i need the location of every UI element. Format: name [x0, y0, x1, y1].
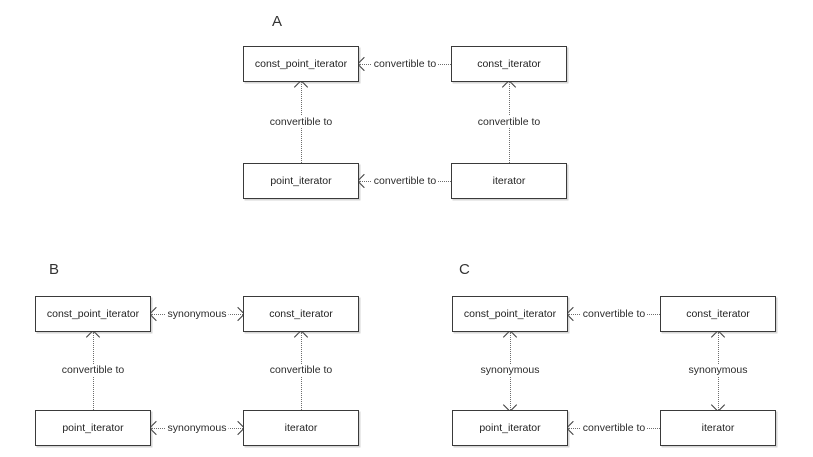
class-box-label: iterator	[284, 422, 318, 434]
class-box-c-it[interactable]: iterator	[660, 410, 776, 446]
class-box-a-it[interactable]: iterator	[451, 163, 567, 199]
class-box-b-ci[interactable]: const_iterator	[243, 296, 359, 332]
edge-label-c-3: synonymous	[686, 364, 750, 376]
arrowhead-up-b-3	[293, 329, 309, 345]
class-box-label: const_iterator	[269, 308, 333, 320]
class-box-label: const_point_iterator	[46, 308, 140, 320]
arrowhead-up-c-2	[502, 329, 518, 345]
class-box-b-cpi[interactable]: const_point_iterator	[35, 296, 151, 332]
arrowhead-up-b-2	[85, 329, 101, 345]
edge-label-a-3: convertible to	[475, 116, 543, 128]
class-box-label: const_point_iterator	[254, 58, 348, 70]
arrowhead-left-c-1	[565, 420, 581, 436]
edge-label-c-0: convertible to	[580, 308, 648, 320]
class-box-a-ci[interactable]: const_iterator	[451, 46, 567, 82]
class-box-label: point_iterator	[270, 175, 332, 187]
arrowhead-up-c-3	[710, 329, 726, 345]
class-box-label: const_point_iterator	[463, 308, 557, 320]
panel-label-a: A	[272, 13, 283, 30]
class-box-label: const_iterator	[686, 308, 750, 320]
arrowhead-left-c-0	[565, 306, 581, 322]
class-box-c-ci[interactable]: const_iterator	[660, 296, 776, 332]
edge-label-a-0: convertible to	[371, 58, 439, 70]
class-box-label: const_iterator	[477, 58, 541, 70]
panel-label-b: B	[49, 261, 60, 278]
class-box-a-cpi[interactable]: const_point_iterator	[243, 46, 359, 82]
arrowhead-left-b-1	[148, 420, 164, 436]
class-box-a-pi[interactable]: point_iterator	[243, 163, 359, 199]
arrowhead-left-a-0	[356, 56, 372, 72]
edge-label-a-2: convertible to	[267, 116, 335, 128]
class-box-label: iterator	[701, 422, 735, 434]
edge-label-b-2: convertible to	[59, 364, 127, 376]
edge-label-c-2: synonymous	[478, 364, 542, 376]
class-box-c-cpi[interactable]: const_point_iterator	[452, 296, 568, 332]
class-box-c-pi[interactable]: point_iterator	[452, 410, 568, 446]
arrowhead-up-a-2	[293, 79, 309, 95]
panel-label-c: C	[459, 261, 471, 278]
arrowhead-up-a-3	[501, 79, 517, 95]
class-box-b-it[interactable]: iterator	[243, 410, 359, 446]
edge-label-b-0: synonymous	[165, 308, 229, 320]
edge-label-a-1: convertible to	[371, 175, 439, 187]
edge-label-c-1: convertible to	[580, 422, 648, 434]
edge-label-b-3: convertible to	[267, 364, 335, 376]
class-box-label: iterator	[492, 175, 526, 187]
arrowhead-left-b-0	[148, 306, 164, 322]
arrowhead-left-a-1	[356, 173, 372, 189]
class-box-b-pi[interactable]: point_iterator	[35, 410, 151, 446]
class-box-label: point_iterator	[62, 422, 124, 434]
edge-label-b-1: synonymous	[165, 422, 229, 434]
class-box-label: point_iterator	[479, 422, 541, 434]
